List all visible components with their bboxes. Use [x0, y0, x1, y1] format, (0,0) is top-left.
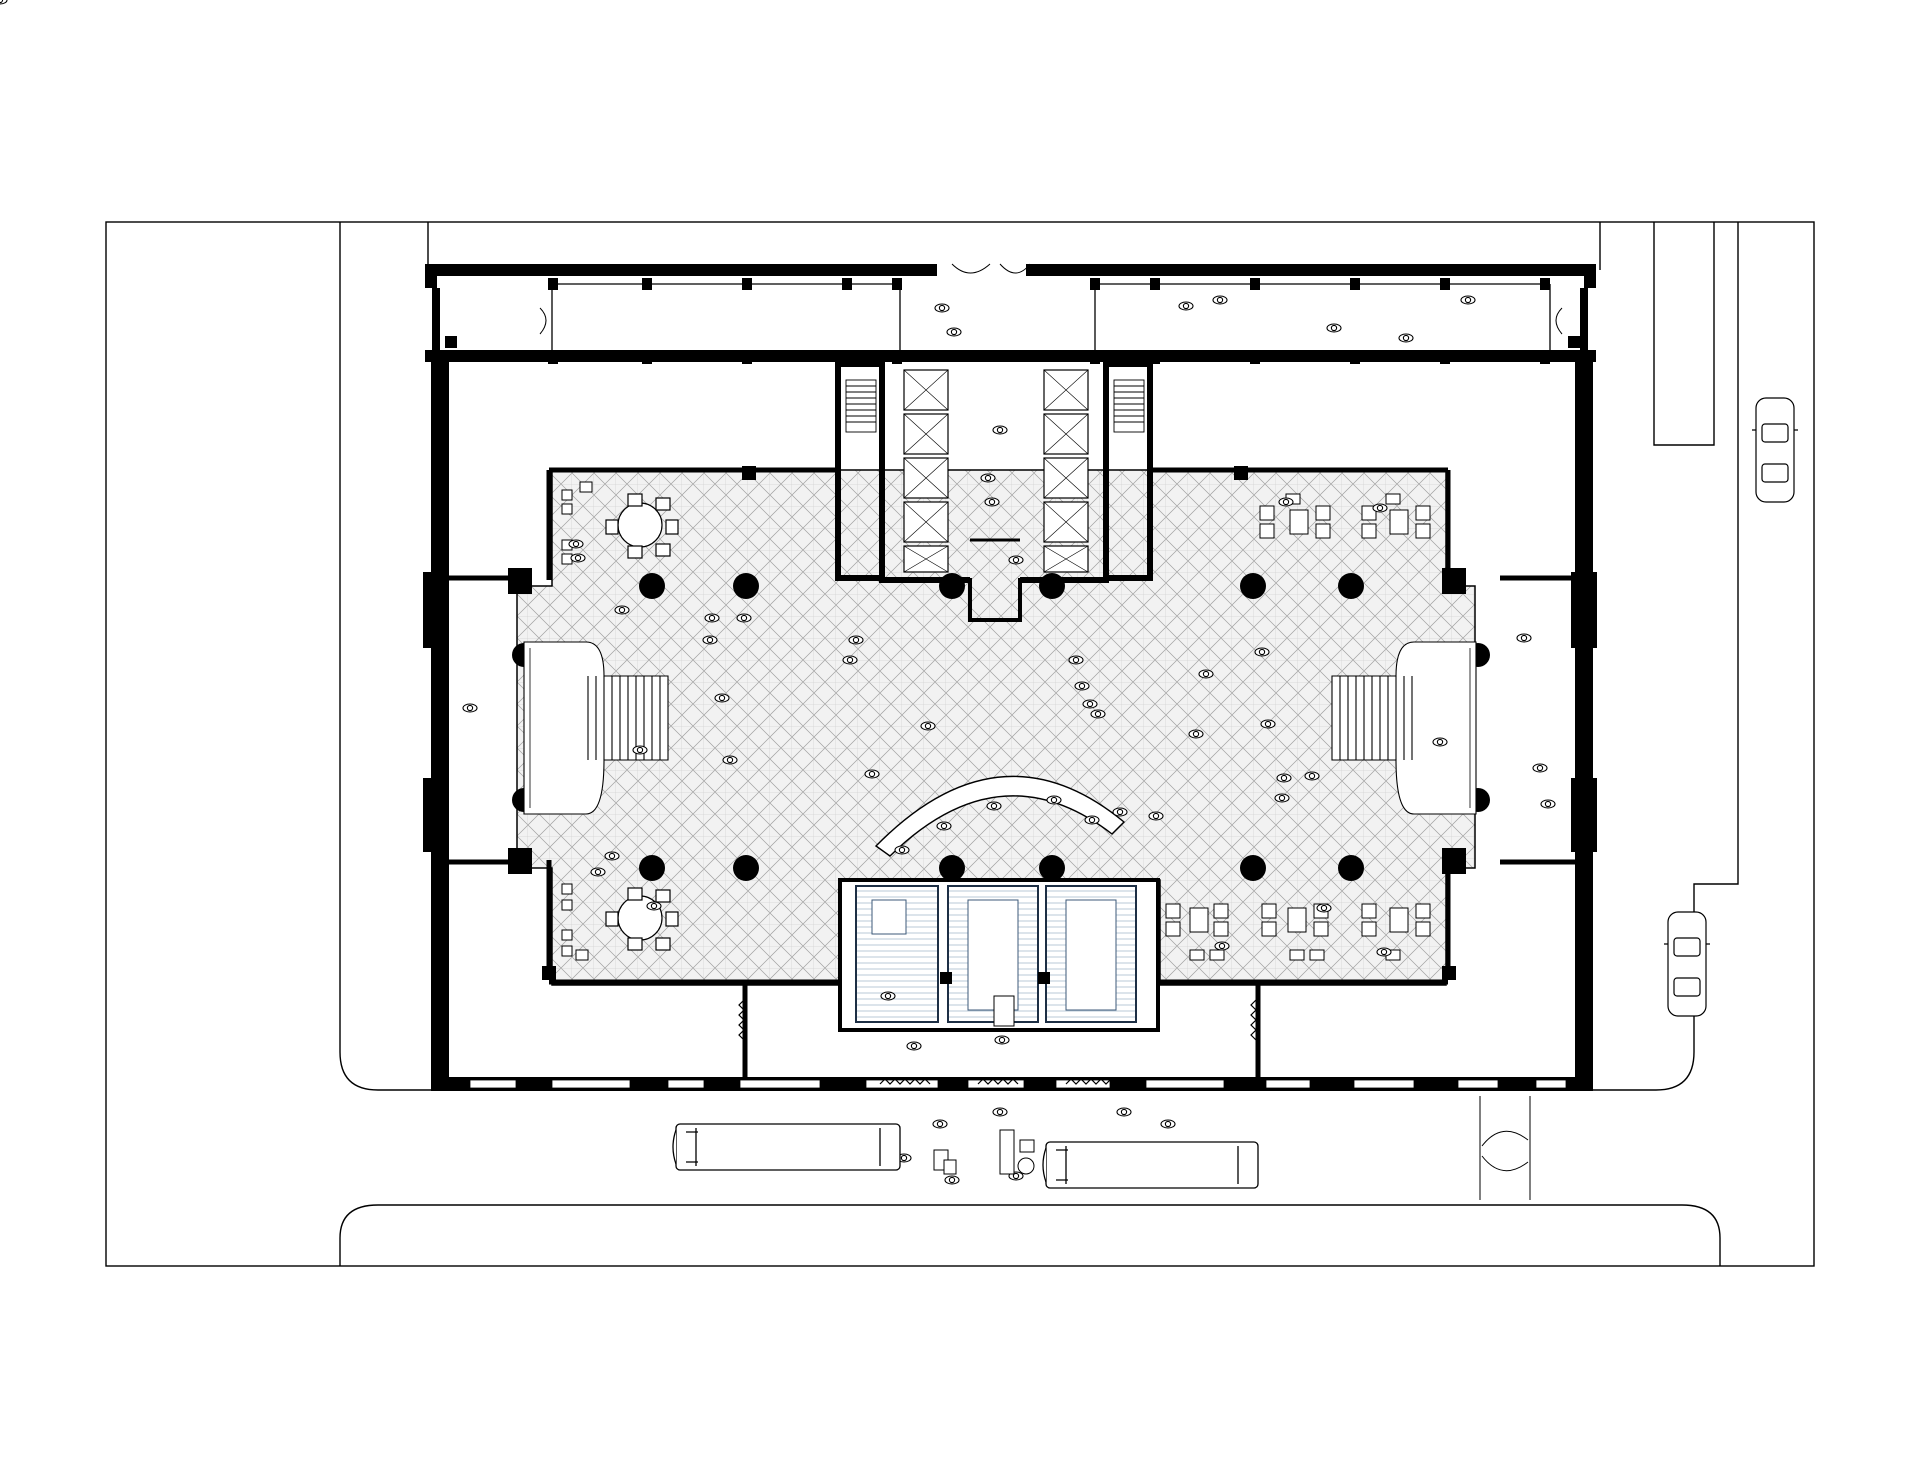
lounge-northeast-2 — [1361, 493, 1431, 539]
grand-stair-west — [523, 641, 669, 815]
wall-seating-west — [561, 481, 593, 961]
people-figures — [0, 0, 1556, 1185]
lounge-groups — [1165, 493, 1431, 961]
core-stairs — [845, 379, 1145, 433]
lounge-southeast-1 — [1165, 903, 1229, 961]
lounge-northeast-1 — [1259, 493, 1331, 539]
north-doors — [539, 263, 1563, 361]
corner-gate — [1479, 1096, 1531, 1200]
south-facade-windows — [469, 1079, 1567, 1089]
round-tables — [605, 493, 679, 951]
site-boundary — [105, 221, 1815, 1267]
street-curb-south — [339, 1204, 1721, 1266]
elevator-cars — [903, 369, 1089, 573]
north-corridor-piers — [548, 278, 1550, 364]
reception-desk — [874, 775, 1126, 857]
bus-east — [1042, 1141, 1259, 1189]
buses — [672, 1123, 1259, 1189]
sidewalk-curb-east-north — [339, 222, 1739, 1091]
side-wing-walls — [449, 467, 1575, 1080]
parking-island — [1653, 222, 1715, 446]
car-north — [1752, 397, 1798, 503]
bus-west — [672, 1123, 901, 1171]
facade-side-windows — [441, 380, 1585, 1060]
wing-wall-piers — [508, 466, 1466, 980]
north-corridor — [551, 283, 1551, 361]
service-booths — [838, 878, 1160, 1032]
grand-stair-east — [1331, 641, 1477, 815]
lounge-southeast-3 — [1361, 903, 1431, 961]
cars — [1664, 397, 1798, 1017]
car-south — [1664, 911, 1710, 1017]
street-furniture — [933, 1129, 1035, 1175]
